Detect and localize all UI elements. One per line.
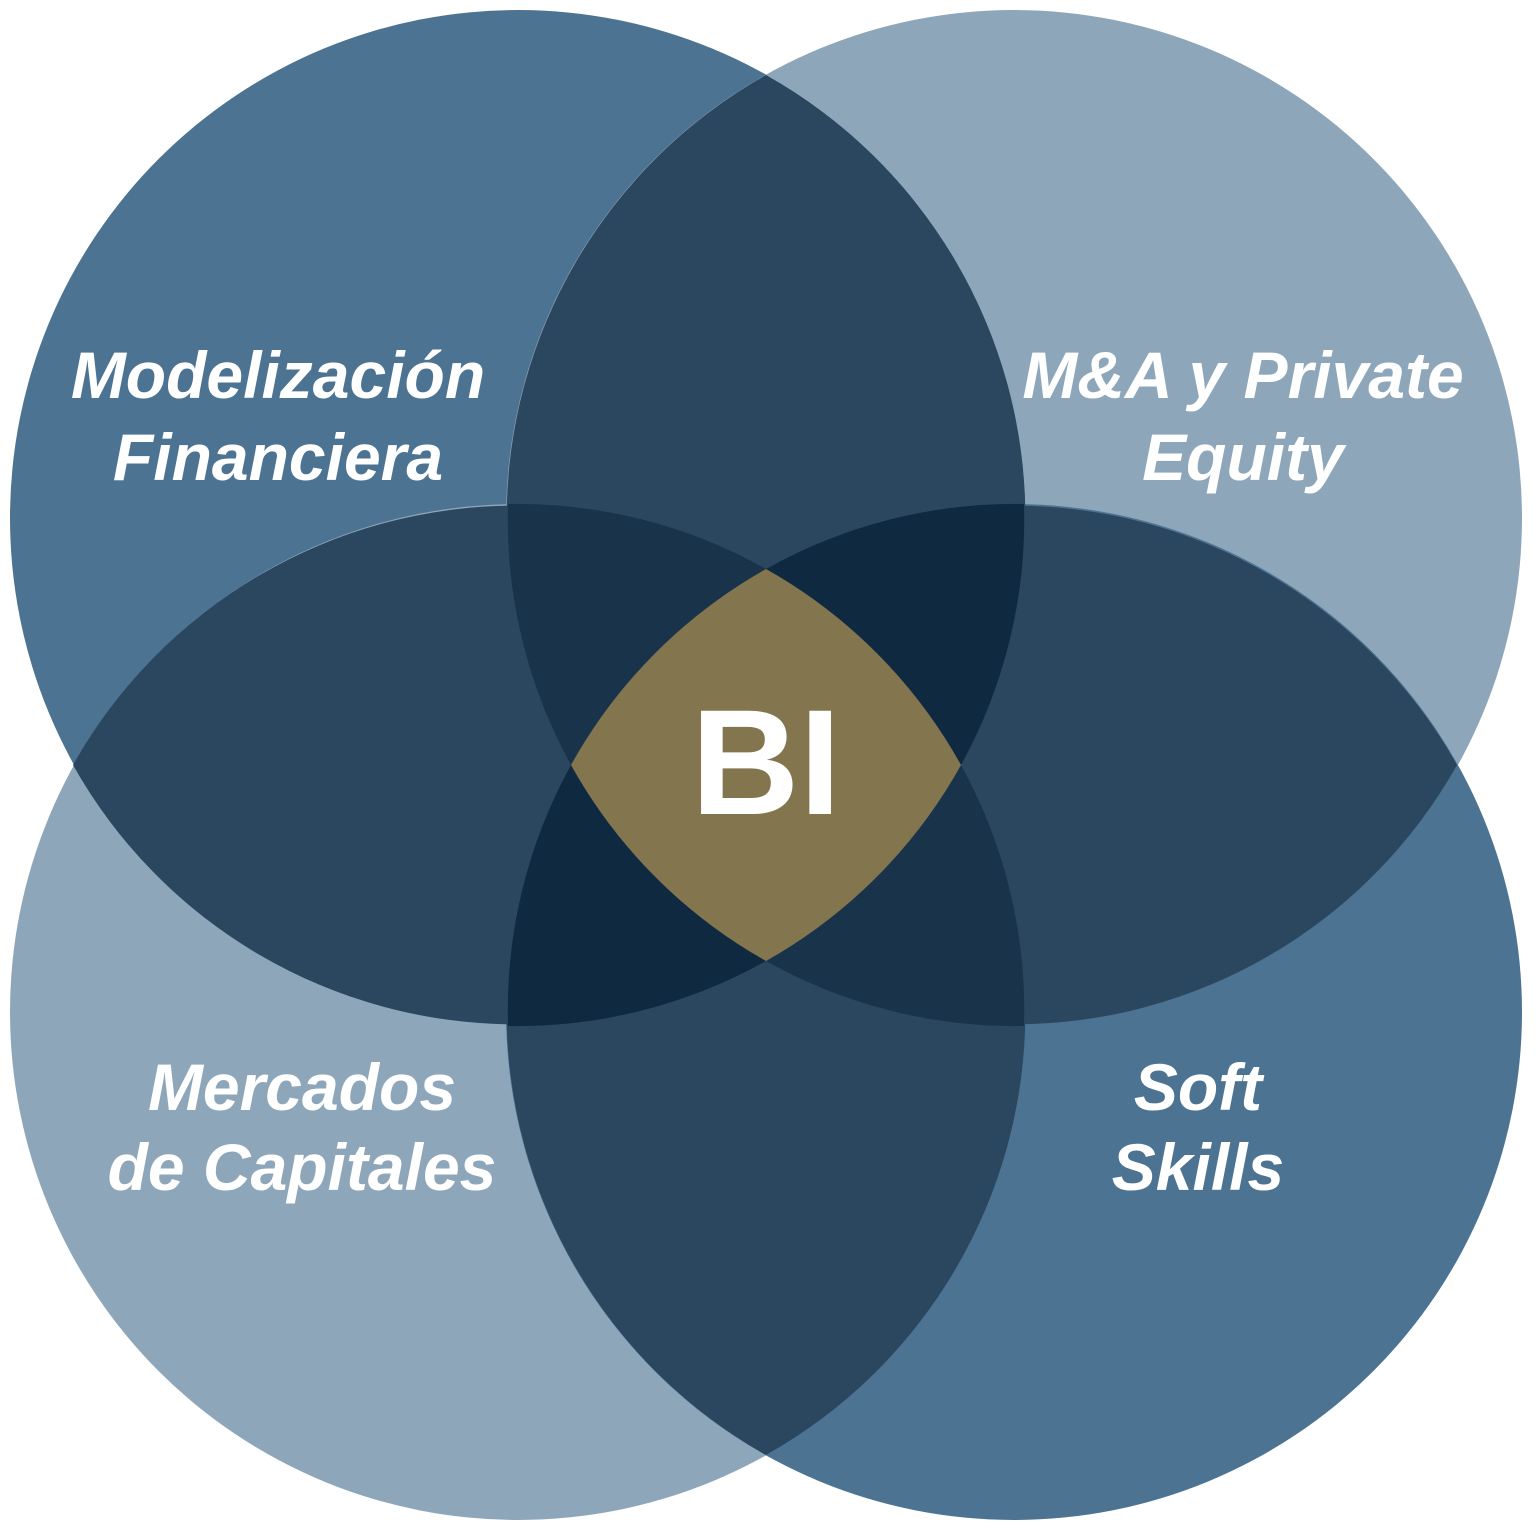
overlap-triple-bottom-left	[507, 765, 766, 1027]
center-diamond	[571, 569, 961, 961]
label-ma-line1: M&A y Private	[1022, 338, 1463, 412]
label-modelizacion-line1: Modelización	[71, 338, 485, 412]
overlap-triple-bottom-right	[766, 765, 1025, 1027]
label-soft-line1: Soft	[1134, 1050, 1265, 1124]
center-label: BI	[691, 678, 841, 846]
label-modelizacion-line2: Financiera	[113, 420, 443, 494]
label-mercados-line1: Mercados	[148, 1050, 456, 1124]
label-soft-line2: Skills	[1112, 1130, 1284, 1204]
overlap-triple-top-right	[766, 503, 1025, 765]
label-mercados-line2: de Capitales	[108, 1130, 497, 1204]
label-ma-line2: Equity	[1142, 420, 1347, 494]
overlap-triple-top-left	[507, 503, 766, 765]
